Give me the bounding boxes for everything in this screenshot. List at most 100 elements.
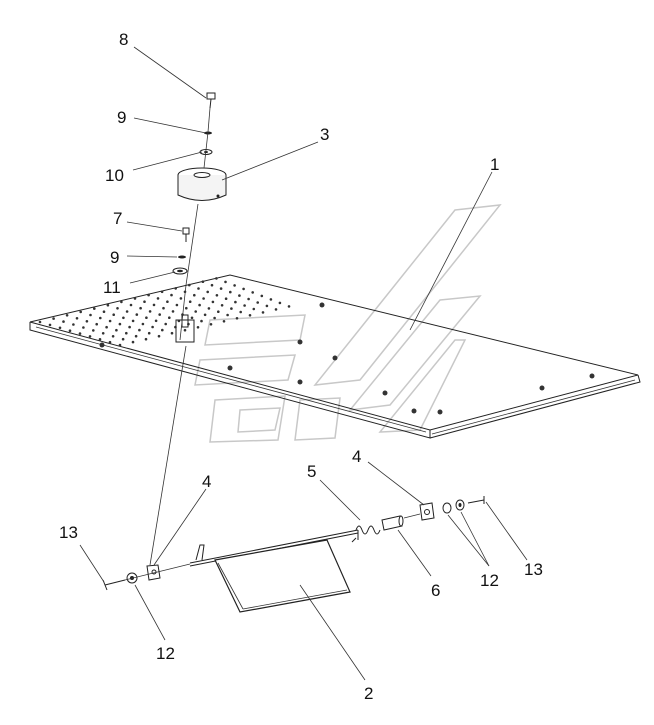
perforation-dot	[203, 313, 207, 317]
perforation-dot	[230, 307, 233, 310]
perforation-dot	[229, 290, 232, 294]
hinge-bracket-left	[146, 564, 161, 581]
perforation-dot	[79, 310, 82, 314]
perforation-dot	[143, 300, 146, 304]
perforation-dot	[131, 319, 135, 323]
perforation-dot	[108, 340, 112, 344]
cover-cap	[177, 167, 227, 201]
perforation-dot	[222, 320, 226, 323]
perforation-dot	[68, 329, 72, 333]
callout-labels: 8 9 3 10 1 7 9 11 4 5 4 13 6 12 13 12 2	[59, 30, 543, 703]
spring	[351, 525, 381, 543]
perforation-dot	[242, 287, 245, 291]
perforation-dot	[174, 287, 177, 290]
perforation-dot	[141, 322, 145, 326]
callout-8: 8	[119, 30, 128, 49]
perforation-dot	[224, 280, 227, 284]
perforation-dot	[239, 310, 242, 314]
perforation-dot	[170, 331, 174, 335]
perforation-dot	[139, 306, 142, 310]
perforation-dot	[196, 326, 200, 329]
perforation-dot	[145, 316, 148, 320]
panel-studs	[99, 302, 595, 415]
perforation-dot	[235, 317, 239, 320]
perforation-dot	[38, 320, 42, 324]
perforation-dot	[118, 343, 122, 347]
perforation-dot	[122, 316, 125, 320]
perforation-dot	[256, 301, 260, 304]
screw-and-washers-lower	[172, 227, 190, 275]
callout-9-lower: 9	[110, 248, 119, 267]
perforation-dot	[219, 287, 223, 290]
perforation-dot	[75, 317, 79, 320]
perforation-dot	[125, 310, 129, 313]
perforation-dot	[278, 301, 282, 305]
perforation-dot	[166, 300, 169, 304]
perforation-dot	[138, 328, 141, 332]
perforation-dot	[144, 337, 148, 341]
panel-bracket	[175, 314, 195, 343]
perforation-dot	[93, 307, 96, 310]
perforation-dot	[135, 313, 139, 316]
callout-12-right: 12	[480, 571, 499, 590]
perforation-dot	[112, 313, 115, 317]
perforation-dot	[108, 319, 112, 323]
perforation-dot	[111, 335, 115, 338]
callout-2: 2	[364, 684, 373, 703]
callout-13-left: 13	[59, 523, 78, 542]
perforation-dot	[131, 340, 135, 344]
callout-3: 3	[320, 125, 329, 144]
perforation-dot	[88, 335, 92, 338]
perforation-dot	[260, 294, 264, 298]
perforation-dot	[128, 325, 131, 329]
perforation-dot	[154, 319, 158, 323]
hinge-bracket-right	[419, 502, 435, 521]
perforation-dot	[224, 297, 228, 301]
callout-10: 10	[105, 166, 124, 185]
perforation-dot	[226, 313, 229, 317]
watermark-logo	[194, 204, 502, 443]
perforation-dot	[190, 316, 194, 320]
callout-4-left: 4	[202, 472, 211, 491]
perforation-dot	[175, 303, 179, 307]
perforation-dot	[116, 307, 119, 310]
perforation-dot	[200, 319, 203, 323]
callout-11: 11	[103, 278, 121, 297]
callout-1: 1	[490, 155, 499, 174]
perforation-dot	[95, 322, 98, 326]
callout-12-left: 12	[156, 644, 175, 663]
perforation-dot	[202, 297, 205, 300]
perforation-dot	[161, 328, 164, 332]
perforation-dot	[251, 291, 254, 294]
perforation-dot	[287, 305, 291, 308]
perforation-dot	[115, 328, 118, 332]
perforation-dot	[151, 325, 154, 329]
callout-9-upper: 9	[117, 108, 126, 127]
perforation-dot	[269, 298, 273, 301]
perforation-dot	[125, 331, 128, 335]
perforation-dot	[248, 314, 252, 317]
leader-lines	[79, 46, 528, 681]
perforation-dot	[134, 334, 138, 338]
perforation-dot	[171, 310, 175, 313]
left-axis-line	[124, 563, 191, 581]
perforation-dot	[92, 329, 95, 332]
cotter-pin-left	[102, 579, 126, 591]
perforation-dot	[72, 323, 75, 326]
bolt	[206, 92, 216, 109]
perforation-dot	[98, 338, 102, 341]
callout-7: 7	[113, 209, 122, 228]
perforation-dot	[170, 293, 173, 297]
washers-right	[442, 499, 465, 514]
perforation-dot	[101, 332, 105, 335]
perforation-dot	[65, 314, 69, 317]
perforation-dot	[129, 303, 133, 307]
perforation-dot	[162, 306, 165, 310]
perforation-dot	[197, 287, 200, 290]
perforation-dot	[148, 310, 152, 313]
flap-plate	[214, 539, 351, 613]
washer-left	[126, 572, 138, 584]
callout-5: 5	[307, 462, 316, 481]
perforation-dot	[211, 300, 215, 304]
